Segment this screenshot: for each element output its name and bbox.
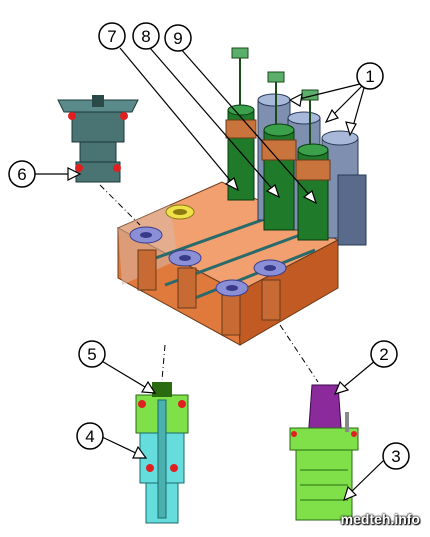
- callout-5-label: 5: [87, 345, 96, 364]
- callout-8: 8: [132, 22, 160, 50]
- cartridge-right: [289, 384, 359, 521]
- callout-6-label: 6: [17, 165, 26, 184]
- callout-9: 9: [164, 24, 192, 52]
- callout-7-label: 7: [107, 27, 116, 46]
- callout-4: 4: [76, 422, 104, 450]
- valve-seats: [129, 204, 287, 297]
- callout-arrows: [34, 47, 385, 502]
- callout-5: 5: [78, 340, 106, 368]
- callout-1-label: 1: [365, 67, 374, 86]
- callout-3-label: 3: [391, 447, 400, 466]
- solenoid-group: [225, 47, 367, 246]
- callout-8-label: 8: [141, 27, 150, 46]
- cartridge-left: [135, 382, 189, 524]
- callout-7: 7: [98, 22, 126, 50]
- callout-2-label: 2: [379, 345, 388, 364]
- explode-lines: [99, 184, 319, 383]
- watermark: medteh.info: [340, 511, 420, 527]
- callout-1: 1: [356, 62, 384, 90]
- callout-9-label: 9: [173, 29, 182, 48]
- callout-6: 6: [8, 160, 36, 188]
- callout-3: 3: [382, 442, 410, 470]
- callout-4-label: 4: [85, 427, 94, 446]
- callout-2: 2: [370, 340, 398, 368]
